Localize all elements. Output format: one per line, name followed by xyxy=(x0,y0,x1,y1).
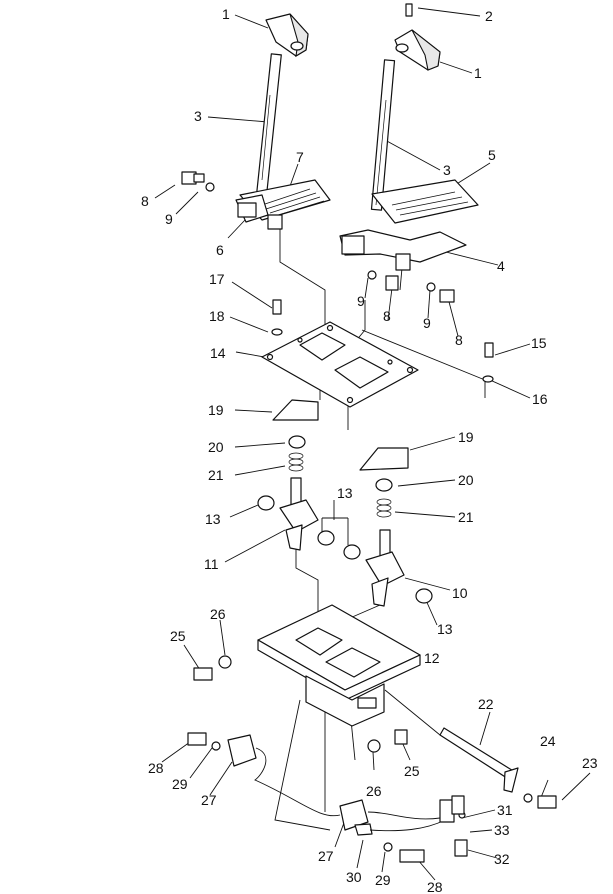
callout-27-left: 27 xyxy=(201,792,217,808)
lever-blocks xyxy=(257,477,433,607)
callout-28-left: 28 xyxy=(148,760,164,776)
callout-8-left: 8 xyxy=(141,193,149,209)
callout-8-mid: 8 xyxy=(383,308,391,324)
base-plate xyxy=(257,604,421,727)
callout-7: 7 xyxy=(296,149,304,165)
callout-13-left: 13 xyxy=(205,511,221,527)
callout-9-left: 9 xyxy=(165,211,173,227)
left-pedal-assembly xyxy=(235,179,331,230)
callout-30: 30 xyxy=(346,869,362,885)
callout-23: 23 xyxy=(582,755,598,771)
right-pedal-assembly xyxy=(339,179,479,271)
callout-6: 6 xyxy=(216,242,224,258)
boots-springs xyxy=(272,399,409,518)
bolt-2 xyxy=(405,3,413,17)
callout-21-left: 21 xyxy=(208,467,224,483)
callout-labels: 1 1 2 3 3 4 5 6 7 8 8 8 9 9 9 10 11 12 1… xyxy=(141,6,598,894)
rod-22 xyxy=(439,727,519,793)
callout-3-right: 3 xyxy=(443,162,451,178)
left-lever-rod xyxy=(256,53,282,195)
leader-lines xyxy=(154,7,591,881)
callout-29-left: 29 xyxy=(172,776,188,792)
callout-29-right: 29 xyxy=(375,872,391,888)
left-lever-assembly xyxy=(256,13,309,195)
callout-2: 2 xyxy=(485,8,493,24)
left-pedal-bracket xyxy=(237,202,257,218)
callout-25-right: 25 xyxy=(404,763,420,779)
callout-9-mid: 9 xyxy=(357,293,365,309)
switches-wiring xyxy=(227,734,465,836)
callout-12: 12 xyxy=(424,650,440,666)
callout-19-right: 19 xyxy=(458,429,474,445)
callout-1-left: 1 xyxy=(222,6,230,22)
callout-14: 14 xyxy=(210,345,226,361)
top-fasteners xyxy=(181,171,494,383)
callout-24: 24 xyxy=(540,733,556,749)
callout-13-mid: 13 xyxy=(337,485,353,501)
callout-1-right: 1 xyxy=(474,65,482,81)
callout-20-right: 20 xyxy=(458,472,474,488)
callout-21-right: 21 xyxy=(458,509,474,525)
callout-5: 5 xyxy=(488,147,496,163)
callout-25-left: 25 xyxy=(170,628,186,644)
callout-31: 31 xyxy=(497,802,513,818)
right-lever-assembly xyxy=(370,3,441,211)
callout-9-right: 9 xyxy=(423,315,431,331)
callout-20-left: 20 xyxy=(208,439,224,455)
callout-8-right: 8 xyxy=(455,332,463,348)
callout-13-right: 13 xyxy=(437,621,453,637)
callout-3-left: 3 xyxy=(194,108,202,124)
callout-26-right: 26 xyxy=(366,783,382,799)
side-fasteners xyxy=(187,655,557,863)
callout-32: 32 xyxy=(494,851,510,867)
callout-10: 10 xyxy=(452,585,468,601)
top-plate xyxy=(261,321,419,408)
callout-22: 22 xyxy=(478,696,494,712)
callout-18: 18 xyxy=(209,308,225,324)
callout-15: 15 xyxy=(531,335,547,351)
callout-28-right: 28 xyxy=(427,879,443,894)
callout-19-left: 19 xyxy=(208,402,224,418)
callout-11: 11 xyxy=(204,556,219,572)
callout-33: 33 xyxy=(494,822,510,838)
callout-17: 17 xyxy=(209,271,225,287)
callout-27-right: 27 xyxy=(318,848,334,864)
callout-4: 4 xyxy=(497,258,505,274)
callout-16: 16 xyxy=(532,391,548,407)
callout-26-left: 26 xyxy=(210,606,226,622)
right-pedal-bracket xyxy=(341,235,365,255)
